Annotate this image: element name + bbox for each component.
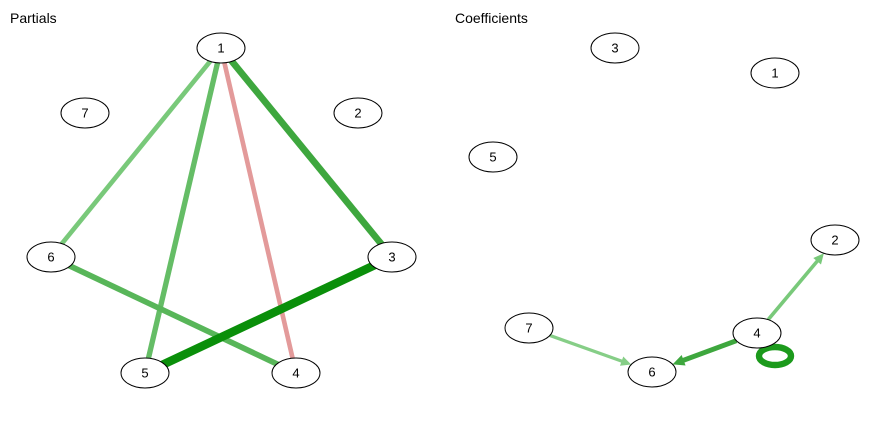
node-2: 2 (810, 224, 860, 256)
node-ellipse (120, 357, 170, 389)
node-6: 6 (26, 241, 76, 273)
node-label: 3 (611, 41, 618, 56)
node-label: 3 (388, 250, 395, 265)
coefficients-graph: 1 2 3 4 5 6 7 (468, 32, 860, 388)
arrowhead-4-6 (672, 354, 686, 366)
edge-1-6 (49, 46, 223, 259)
edge-3-5 (143, 253, 394, 377)
node-2: 2 (333, 97, 383, 129)
node-1: 1 (196, 32, 246, 64)
edge-6-4 (49, 254, 298, 376)
node-ellipse (60, 97, 110, 129)
arrowhead-7-6 (619, 356, 632, 366)
node-4: 4 (732, 317, 782, 349)
node-ellipse (367, 241, 417, 273)
partials-graph: 1 2 3 4 5 6 7 (26, 32, 417, 389)
node-4: 4 (271, 357, 321, 389)
edge-7-6 (549, 333, 624, 364)
node-label: 5 (489, 150, 496, 165)
node-label: 7 (525, 321, 532, 336)
coefficients-title: Coefficients (455, 10, 528, 26)
node-7: 7 (60, 97, 110, 129)
node-label: 4 (753, 326, 760, 341)
edge-4-6 (681, 338, 738, 364)
node-6: 6 (627, 356, 677, 388)
node-ellipse (627, 356, 677, 388)
node-3: 3 (367, 241, 417, 273)
edge-1-3 (218, 45, 395, 260)
node-ellipse (196, 32, 246, 64)
right-edges (549, 253, 824, 369)
node-label: 7 (81, 106, 88, 121)
node-label: 1 (771, 66, 778, 81)
node-label: 5 (141, 366, 148, 381)
node-ellipse (504, 312, 554, 344)
node-ellipse (590, 32, 640, 64)
node-ellipse (333, 97, 383, 129)
right-nodes: 1 2 3 4 5 6 7 (468, 32, 860, 388)
node-label: 2 (831, 233, 838, 248)
edge-1-4 (218, 47, 299, 374)
node-ellipse (732, 317, 782, 349)
node-label: 6 (648, 365, 655, 380)
node-label: 2 (354, 106, 361, 121)
left-edges (49, 45, 395, 377)
node-3: 3 (590, 32, 640, 64)
arrowhead-4-2 (813, 253, 824, 265)
self-loop-edge-4 (755, 343, 795, 369)
node-ellipse (750, 57, 800, 89)
node-label: 6 (47, 250, 54, 265)
edge-1-5 (142, 47, 224, 374)
node-ellipse (468, 141, 518, 173)
node-label: 1 (217, 41, 224, 56)
left-nodes: 1 2 3 4 5 6 7 (26, 32, 417, 389)
node-5: 5 (120, 357, 170, 389)
node-label: 4 (292, 366, 299, 381)
node-7: 7 (504, 312, 554, 344)
node-1: 1 (750, 57, 800, 89)
node-ellipse (810, 224, 860, 256)
node-ellipse (271, 357, 321, 389)
node-5: 5 (468, 141, 518, 173)
partials-title: Partials (10, 10, 57, 26)
node-ellipse (26, 241, 76, 273)
edge-4-2 (766, 259, 820, 321)
